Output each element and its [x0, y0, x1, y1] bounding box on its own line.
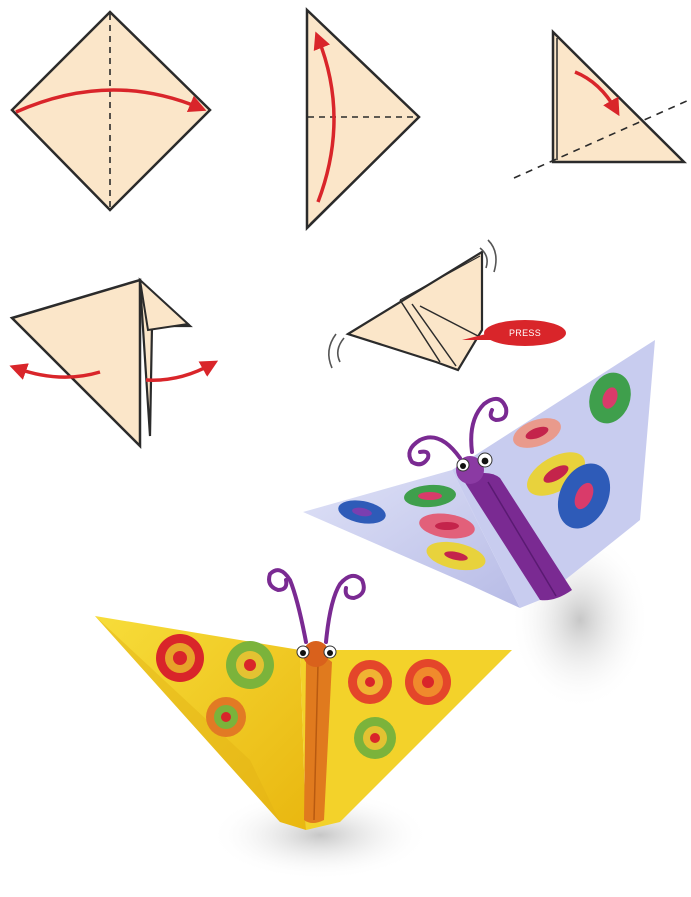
yellow-butterfly — [95, 570, 512, 880]
step-4-arrow-right — [146, 364, 212, 380]
step-1 — [12, 12, 210, 210]
step-3 — [514, 32, 689, 178]
step-4 — [12, 280, 212, 446]
step-5: PRESS — [329, 240, 566, 370]
purple-butterfly-antenna-left — [409, 437, 460, 464]
step-1-paper — [12, 12, 210, 210]
step-2-paper — [307, 10, 419, 228]
yellow-butterfly-antenna-right — [326, 576, 364, 642]
step-2 — [307, 10, 419, 228]
step-5-paper — [348, 252, 482, 370]
step-4-paper — [12, 280, 140, 446]
press-label: PRESS — [509, 328, 541, 338]
step-3-paper — [553, 32, 684, 162]
yellow-butterfly-antenna-left — [269, 570, 306, 642]
motion-lines-left — [329, 334, 344, 368]
